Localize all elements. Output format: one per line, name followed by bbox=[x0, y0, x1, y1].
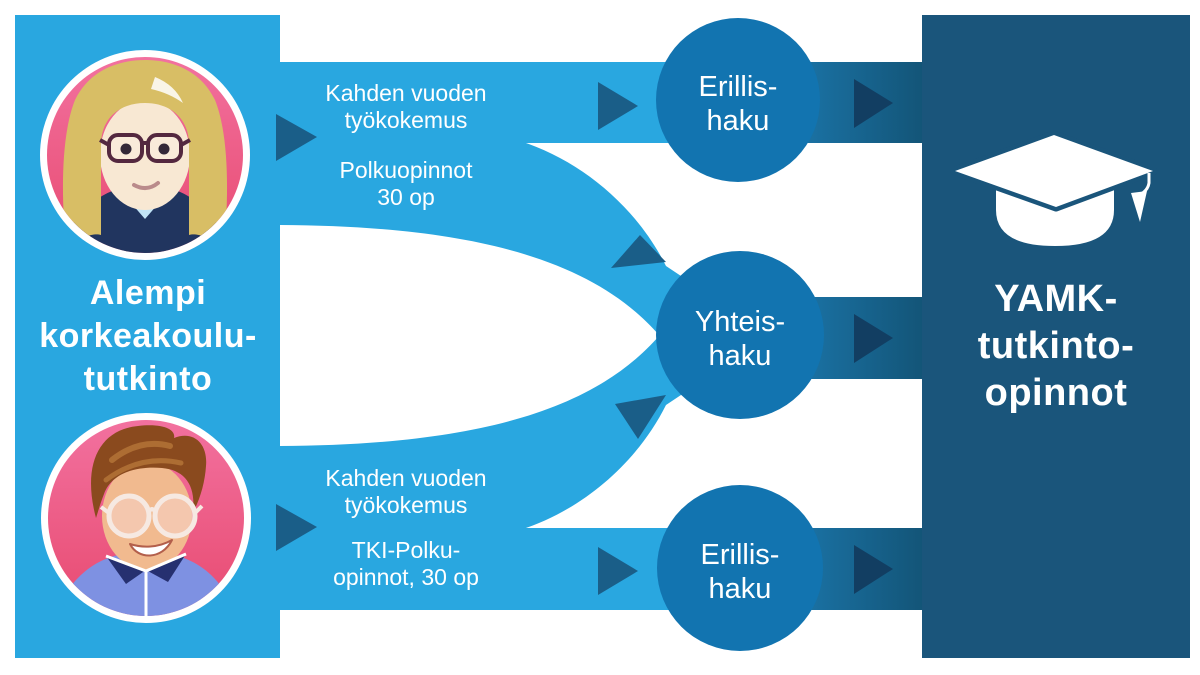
eye bbox=[158, 143, 170, 155]
arrow-right-icon bbox=[276, 504, 317, 551]
bottom-application-circle bbox=[657, 485, 823, 651]
arrow-right-icon bbox=[598, 82, 638, 130]
collar bbox=[146, 554, 186, 582]
mouth bbox=[132, 181, 160, 190]
hair bbox=[91, 425, 207, 518]
arrow-up-icon bbox=[611, 235, 666, 268]
round-eyeglasses bbox=[99, 493, 204, 539]
hair-highlight bbox=[151, 77, 183, 103]
female-student-avatar bbox=[40, 50, 250, 260]
tassel bbox=[1131, 191, 1147, 222]
top-application-circle bbox=[656, 18, 820, 182]
top-to-middle-branch bbox=[280, 141, 702, 341]
hair-highlight bbox=[103, 458, 184, 483]
hair-highlight bbox=[109, 440, 173, 463]
right-panel bbox=[922, 15, 1190, 658]
collar bbox=[106, 556, 146, 584]
arrow-right-icon bbox=[598, 547, 638, 595]
hair bbox=[62, 60, 228, 247]
smile bbox=[129, 539, 173, 557]
arrow-right-icon bbox=[854, 314, 893, 363]
eye bbox=[120, 143, 132, 155]
arrow-right-icon bbox=[276, 114, 317, 161]
arrow-down-icon bbox=[615, 395, 666, 439]
graduation-cap-icon bbox=[950, 130, 1158, 246]
arrow-right-icon bbox=[854, 545, 893, 594]
bottom-to-middle-branch bbox=[280, 330, 702, 530]
male-student-avatar bbox=[41, 413, 251, 623]
face bbox=[100, 100, 190, 210]
middle-application-circle bbox=[656, 251, 824, 419]
arrow-right-icon bbox=[854, 79, 893, 128]
